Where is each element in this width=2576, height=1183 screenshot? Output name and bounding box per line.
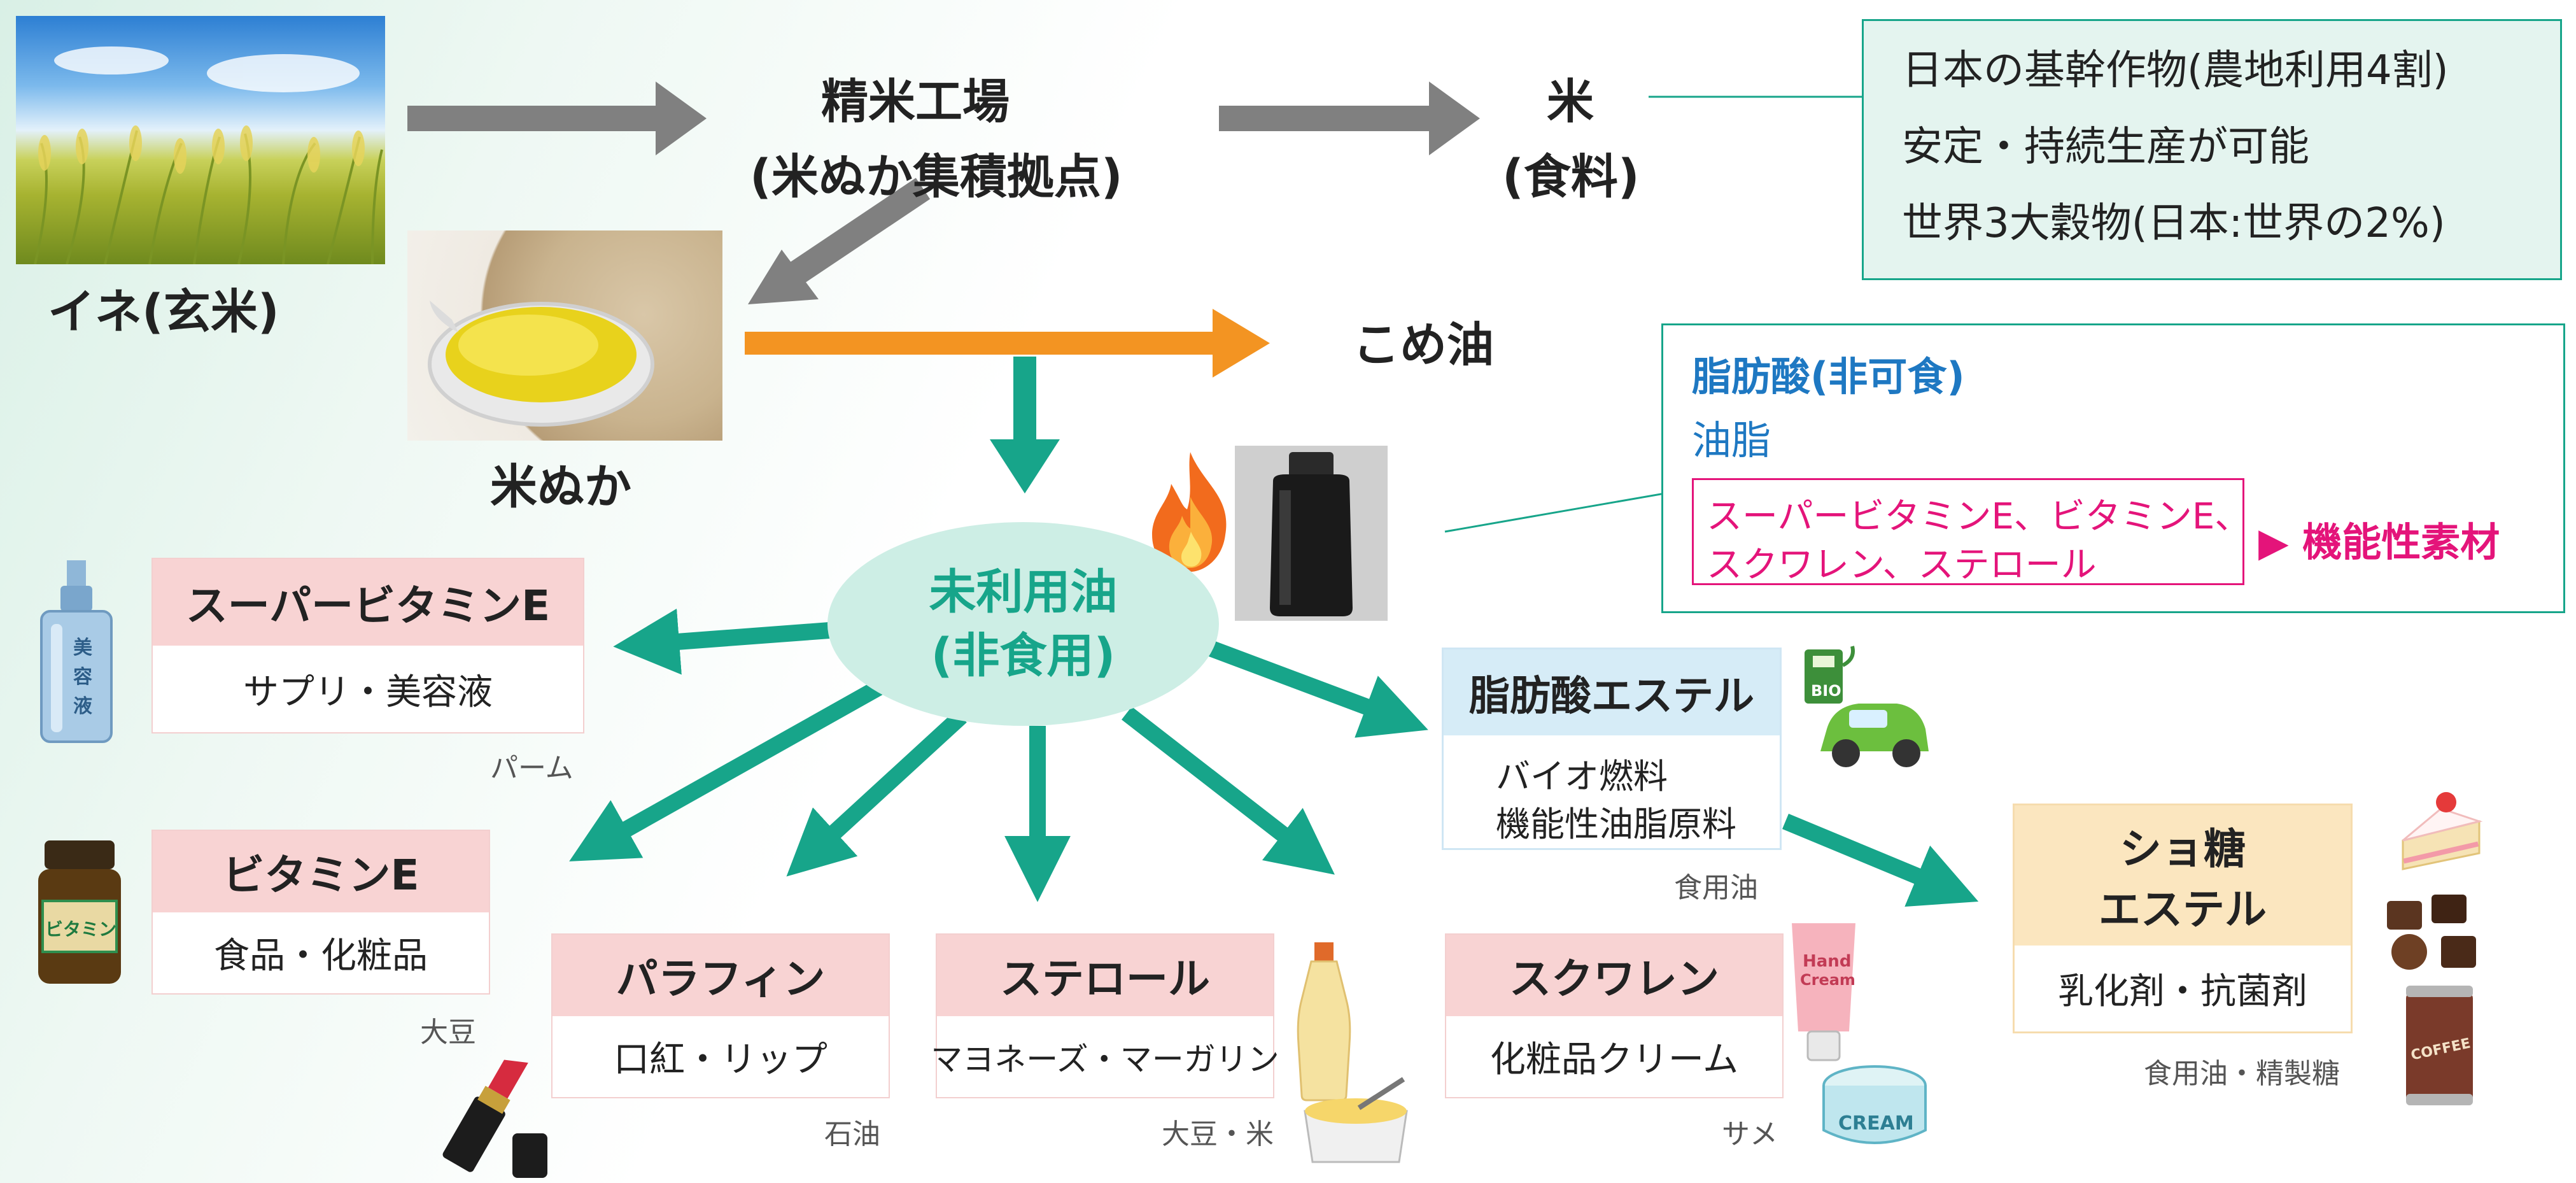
arrow-to-paraffin <box>786 710 967 877</box>
product-card-paraffin: パラフィン 口紅・リップ <box>553 935 889 1097</box>
rice-info-box: 日本の基幹作物(農地利用4割) 安定・持続生産が可能 世界3大穀物(日本:世界の… <box>1862 19 2562 280</box>
product-title: パラフィン <box>553 935 889 1016</box>
product-use-line1: バイオ燃料 <box>1496 756 1668 797</box>
product-use: 乳化剤・抗菌剤 <box>2058 971 2307 1012</box>
product-title: 脂肪酸エステル <box>1444 649 1780 735</box>
chocolate-icon <box>2377 888 2489 977</box>
functional-ingredients-box: スーパービタミンE、ビタミンE、 スクワレン、ステロール <box>1692 478 2250 586</box>
fire-icon <box>1143 446 1238 573</box>
margarine-icon <box>1299 1076 1413 1165</box>
bio-fuel-car-icon: BIO <box>1801 640 1935 780</box>
dark-oil-bottle-photo <box>1235 446 1388 621</box>
lipstick-icon <box>439 1044 554 1178</box>
cream-jar-label: CREAM <box>1838 1112 1914 1135</box>
rice-bran-oil-photo <box>407 230 722 441</box>
functional-ingredients-line1: スーパービタミンE、ビタミンE、 <box>1707 496 2251 537</box>
product-title: スクワレン <box>1446 935 1782 1016</box>
fatty-acid-title: 脂肪酸(非可食) <box>1692 353 1965 400</box>
rice-info-line-3: 世界3大穀物(日本:世界の2%) <box>1902 200 2446 247</box>
rice-mill-label-line1: 精米工場 <box>821 74 1010 129</box>
rice-food-label-line1: 米 <box>1547 74 1594 129</box>
source-label: 石油 <box>824 1118 880 1151</box>
product-use: 口紅・リップ <box>614 1039 827 1080</box>
product-title-line2: エステル <box>2099 884 2267 934</box>
product-use-line2: 機能性油脂原料 <box>1496 804 1736 844</box>
teal-radiating-arrows <box>569 608 1979 907</box>
bio-tank-label: BIO <box>1811 682 1841 700</box>
product-use: サプリ・美容液 <box>243 671 493 713</box>
cake-icon <box>2397 783 2486 872</box>
product-title-line1: ショ糖 <box>2120 824 2246 874</box>
hand-cream-label-line1: Hand <box>1803 952 1852 971</box>
arrow-to-vitamin-e <box>569 680 883 861</box>
functional-material-label: ▶ 機能性素材 <box>2258 519 2500 565</box>
hand-cream-icon: Hand Cream <box>1789 923 1859 1063</box>
fatty-acid-info-box: 脂肪酸(非可食) 油脂 スーパービタミンE、ビタミンE、 スクワレン、ステロール… <box>1661 323 2565 613</box>
source-label: 食用油 <box>1674 872 1758 904</box>
product-use: 化粧品クリーム <box>1489 1039 1739 1080</box>
lotion-bottle-icon: 美容液 <box>35 560 118 745</box>
rice-bran-label: 米ぬか <box>490 460 631 514</box>
rice-oil-label: こめ油 <box>1353 318 1494 372</box>
arrow-to-squalene <box>1122 706 1335 875</box>
orange-arrow-bran-to-oil <box>745 309 1270 378</box>
rice-info-line-2: 安定・持続生産が可能 <box>1902 124 2309 171</box>
unused-oil-title: 未利用油 <box>929 565 1118 620</box>
product-use: 食品・化粧品 <box>214 935 428 977</box>
source-label: 大豆・米 <box>1162 1118 1274 1151</box>
source-label: 食用油・精製糖 <box>2144 1058 2340 1090</box>
product-card-sucrose-ester: ショ糖 エステル 乳化剤・抗菌剤 <box>2015 805 2351 1031</box>
product-title: ビタミンE <box>153 831 489 912</box>
product-card-vitamin-e: ビタミンE 食品・化粧品 <box>153 831 489 993</box>
product-card-fatty-acid-ester: 脂肪酸エステル バイオ燃料 機能性油脂原料 <box>1444 649 1780 848</box>
source-label: 大豆 <box>420 1016 476 1049</box>
source-label: サメ <box>1722 1118 1778 1151</box>
product-title: ステロール <box>937 935 1273 1016</box>
hand-cream-label-line2: Cream <box>1800 971 1855 989</box>
product-card-squalene: スクワレン 化粧品クリーム <box>1446 935 1782 1097</box>
product-title-block: ショ糖 エステル <box>2015 805 2351 946</box>
unused-oil-center: 未利用油 (非食用) <box>827 522 1219 726</box>
vitamin-jar-icon: ビタミン <box>35 840 124 987</box>
rice-info-line-1: 日本の基幹作物(農地利用4割) <box>1902 47 2449 94</box>
cream-jar-icon: CREAM <box>1820 1060 1929 1156</box>
product-title: スーパービタミンE <box>153 559 583 646</box>
unused-oil-subtitle: (非食用) <box>931 628 1116 683</box>
gray-arrow-plant-to-mill <box>407 81 707 155</box>
product-card-super-vitamin-e: スーパービタミンE サプリ・美容液 <box>153 559 583 732</box>
vitamin-jar-label: ビタミン <box>45 919 117 940</box>
rice-plant-label: イネ(玄米) <box>48 285 279 339</box>
source-label: パーム <box>490 752 574 784</box>
product-use: マヨネーズ・マーガリン <box>931 1040 1279 1078</box>
arrow-to-super-vitamin-e <box>613 608 847 675</box>
connector-oil-to-fatty-info <box>1444 492 1666 555</box>
rice-field-photo <box>16 16 385 264</box>
product-card-sterol: ステロール マヨネーズ・マーガリン <box>931 935 1279 1097</box>
lotion-label: 美容液 <box>73 637 92 718</box>
teal-arrow-down-to-center <box>990 357 1060 493</box>
gray-arrow-mill-to-rice <box>1219 81 1480 155</box>
gray-arrow-mill-to-bran <box>748 178 931 304</box>
rice-mill-label-line2: (米ぬか集積拠点) <box>750 150 1123 204</box>
arrow-to-fatty-acid-ester <box>1193 635 1428 738</box>
fatty-acid-subtitle: 油脂 <box>1692 417 1771 464</box>
coffee-can-icon: COFFEE <box>2403 986 2476 1107</box>
functional-ingredients-line2: スクワレン、ステロール <box>1707 544 2097 586</box>
arrow-ester-to-sucrose <box>1782 813 1979 907</box>
rice-food-label-line2: (食料) <box>1502 150 1640 204</box>
